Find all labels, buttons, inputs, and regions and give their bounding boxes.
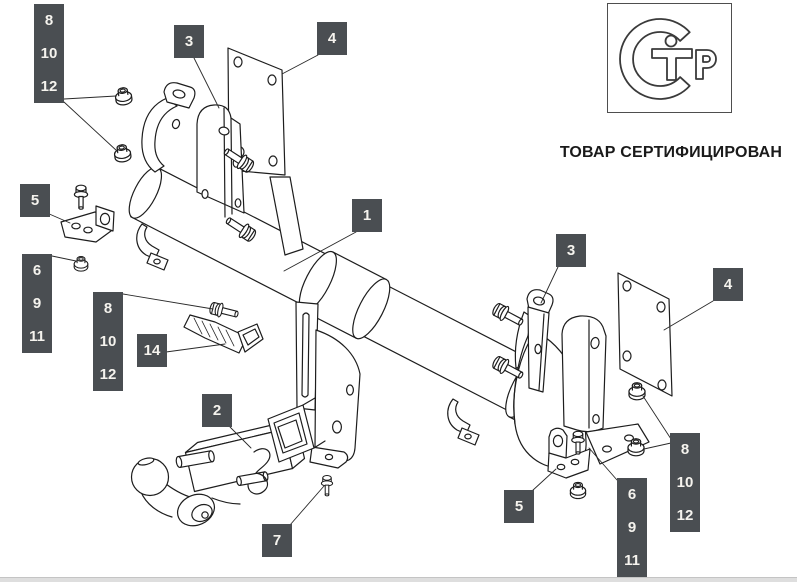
- callout-number: 11: [624, 552, 640, 569]
- callout-hardware-right: 6 9 11: [617, 478, 647, 577]
- callout-nuts-top-left: 8 10 12: [34, 4, 64, 103]
- callout-nuts-right: 8 10 12: [670, 433, 700, 532]
- callout-small-bolt: 7: [262, 524, 292, 557]
- callout-number: 10: [99, 333, 117, 350]
- callout-number: 6: [627, 486, 637, 503]
- leader-lines: [46, 54, 714, 526]
- small-bracket-left-drawing: [60, 184, 115, 272]
- receiver-drawing: [267, 397, 326, 463]
- callout-bracket-right: 3: [556, 234, 586, 267]
- mounting-plate-left-drawing: [227, 47, 286, 176]
- callout-ball-arm: 2: [202, 394, 232, 427]
- certification-caption: ТОВАР СЕРТИФИЦИРОВАН: [559, 144, 783, 161]
- small-bolt-drawing: [320, 474, 334, 497]
- callout-plate-left: 4: [317, 22, 347, 55]
- lock-wedge-drawing: [183, 300, 264, 354]
- callout-small-bracket-right: 5: [504, 490, 534, 523]
- callout-number: 10: [40, 45, 58, 62]
- callout-bracket-left: 3: [174, 25, 204, 58]
- hitch-pin-drawing: [175, 448, 271, 495]
- small-bracket-right-drawing: [547, 427, 591, 500]
- mounting-plate-right-drawing: [617, 272, 673, 397]
- callout-lock-hardware: 8 10 12: [93, 292, 123, 391]
- certification-mark: [619, 18, 717, 100]
- left-bracket-drawing: [141, 82, 259, 245]
- callout-number: 8: [103, 300, 113, 317]
- certification-mark-box: [607, 3, 732, 113]
- callout-number: 6: [32, 262, 42, 279]
- page-footer-bar: [0, 577, 797, 582]
- callout-hardware-left: 6 9 11: [22, 254, 52, 353]
- callout-crossbar: 1: [352, 199, 382, 232]
- receiver-column-drawing: [269, 176, 361, 469]
- callout-small-bracket-left: 5: [20, 184, 50, 217]
- callout-number: 9: [32, 295, 42, 312]
- clamp-right-drawing: [447, 398, 480, 446]
- callout-plate-right: 4: [713, 268, 743, 301]
- callout-lock-wedge: 14: [137, 334, 167, 367]
- callout-number: 12: [40, 78, 58, 95]
- callout-number: 11: [29, 328, 45, 345]
- callout-number: 8: [44, 12, 54, 29]
- callout-number: 12: [99, 366, 117, 383]
- callout-number: 12: [676, 507, 694, 524]
- callout-number: 8: [680, 441, 690, 458]
- right-bracket-drawing: [489, 289, 650, 469]
- callout-number: 9: [627, 519, 637, 536]
- callout-number: 10: [676, 474, 694, 491]
